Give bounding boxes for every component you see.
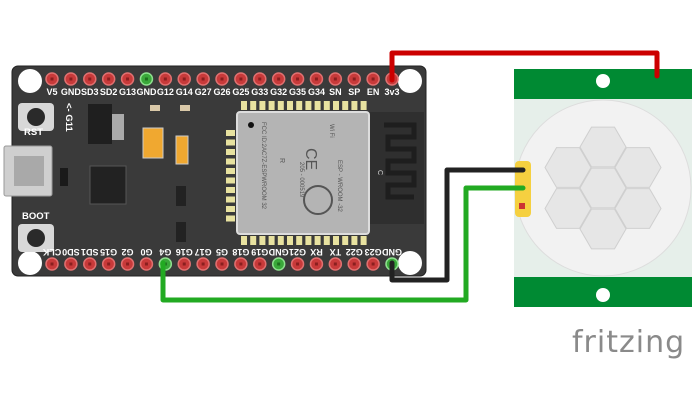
wifi-logo-text: Wi Fi (328, 124, 334, 138)
ce-mark: CE (302, 148, 319, 170)
pin-label: GND (61, 87, 82, 97)
esp32-board: RST BOOT <- G11 ESP - WROOM -32 205 - 00… (3, 65, 427, 277)
pin-label: G27 (195, 87, 212, 97)
pin-label: V5 (46, 87, 57, 97)
pin-label: G13 (119, 87, 136, 97)
esp-wroom-32-module (236, 111, 370, 235)
pin-label: G2 (122, 247, 134, 257)
pin-label: CLK (42, 247, 61, 257)
pin-label: G34 (308, 87, 325, 97)
rst-button[interactable] (18, 103, 54, 131)
pin-label: GND (268, 247, 289, 257)
boot-button[interactable] (18, 224, 54, 252)
pin-label: GND (136, 87, 157, 97)
pin-label: SD2 (100, 87, 118, 97)
pin-label: G5 (216, 247, 228, 257)
pin-label: G14 (176, 87, 193, 97)
pin-label: G18 (232, 247, 249, 257)
pin-label: G32 (270, 87, 287, 97)
pir-sensor (514, 69, 692, 307)
rst-label: RST (24, 127, 43, 138)
pin-label: G26 (213, 87, 230, 97)
pin-label: G0 (140, 247, 152, 257)
espressif-logo (303, 185, 333, 215)
pin-label: G4 (159, 247, 171, 257)
pin-label: 3v3 (384, 87, 399, 97)
mount-hole (18, 251, 42, 275)
module-model-text: ESP - WROOM -32 (336, 160, 342, 213)
pin-label: G35 (289, 87, 306, 97)
pin-label: GND (382, 247, 403, 257)
c-mark: C (376, 170, 383, 175)
lens-hexagon (579, 208, 627, 250)
mount-hole (596, 288, 610, 302)
pin-label: RX (310, 247, 323, 257)
pin-label: TX (330, 247, 342, 257)
mount-hole (398, 251, 422, 275)
pin-label: G22 (346, 247, 363, 257)
fritzing-logo: fritzing (572, 325, 685, 360)
lens-hexagon (579, 126, 627, 168)
pin-label: G12 (157, 87, 174, 97)
lens-hexagon (579, 167, 627, 209)
mount-hole (596, 74, 610, 88)
pin-label: EN (367, 87, 380, 97)
mount-hole (398, 69, 422, 93)
module-fcc-text: FCC ID:2AC7Z-ESPWROOM 32 (260, 122, 266, 210)
lens-hexagon (614, 147, 662, 188)
module-serial-text: 205 - 000519 (298, 162, 304, 198)
pin-label: G17 (195, 247, 212, 257)
mount-hole (18, 69, 42, 93)
g11-label: <- G11 (63, 103, 74, 132)
usb-uart-chip (89, 165, 127, 205)
boot-label: BOOT (22, 211, 50, 222)
pin-label: G19 (251, 247, 268, 257)
wire-3v3-to-sensor-vcc[interactable] (389, 50, 660, 83)
pin-label: SD3 (81, 87, 99, 97)
wire-gnd-to-sensor-gnd[interactable] (389, 167, 526, 283)
lens-hexagon (544, 147, 592, 188)
pin-label: G33 (251, 87, 268, 97)
pin-label: SD0 (62, 247, 80, 257)
pin-label: SP (348, 87, 360, 97)
lens-hexagon (614, 188, 662, 229)
r-mark: R (278, 158, 285, 163)
pin-label: G23 (365, 247, 382, 257)
antenna-trace (384, 122, 417, 200)
pin-label: SN (329, 87, 342, 97)
pin-label: G21 (289, 247, 306, 257)
lens-hexagon (544, 188, 592, 229)
pin-label: G16 (176, 247, 193, 257)
pin-label: G15 (100, 247, 117, 257)
pin-label: G25 (232, 87, 249, 97)
wire-g4-to-sensor-out[interactable] (160, 185, 526, 303)
pin-label: SD1 (81, 247, 99, 257)
